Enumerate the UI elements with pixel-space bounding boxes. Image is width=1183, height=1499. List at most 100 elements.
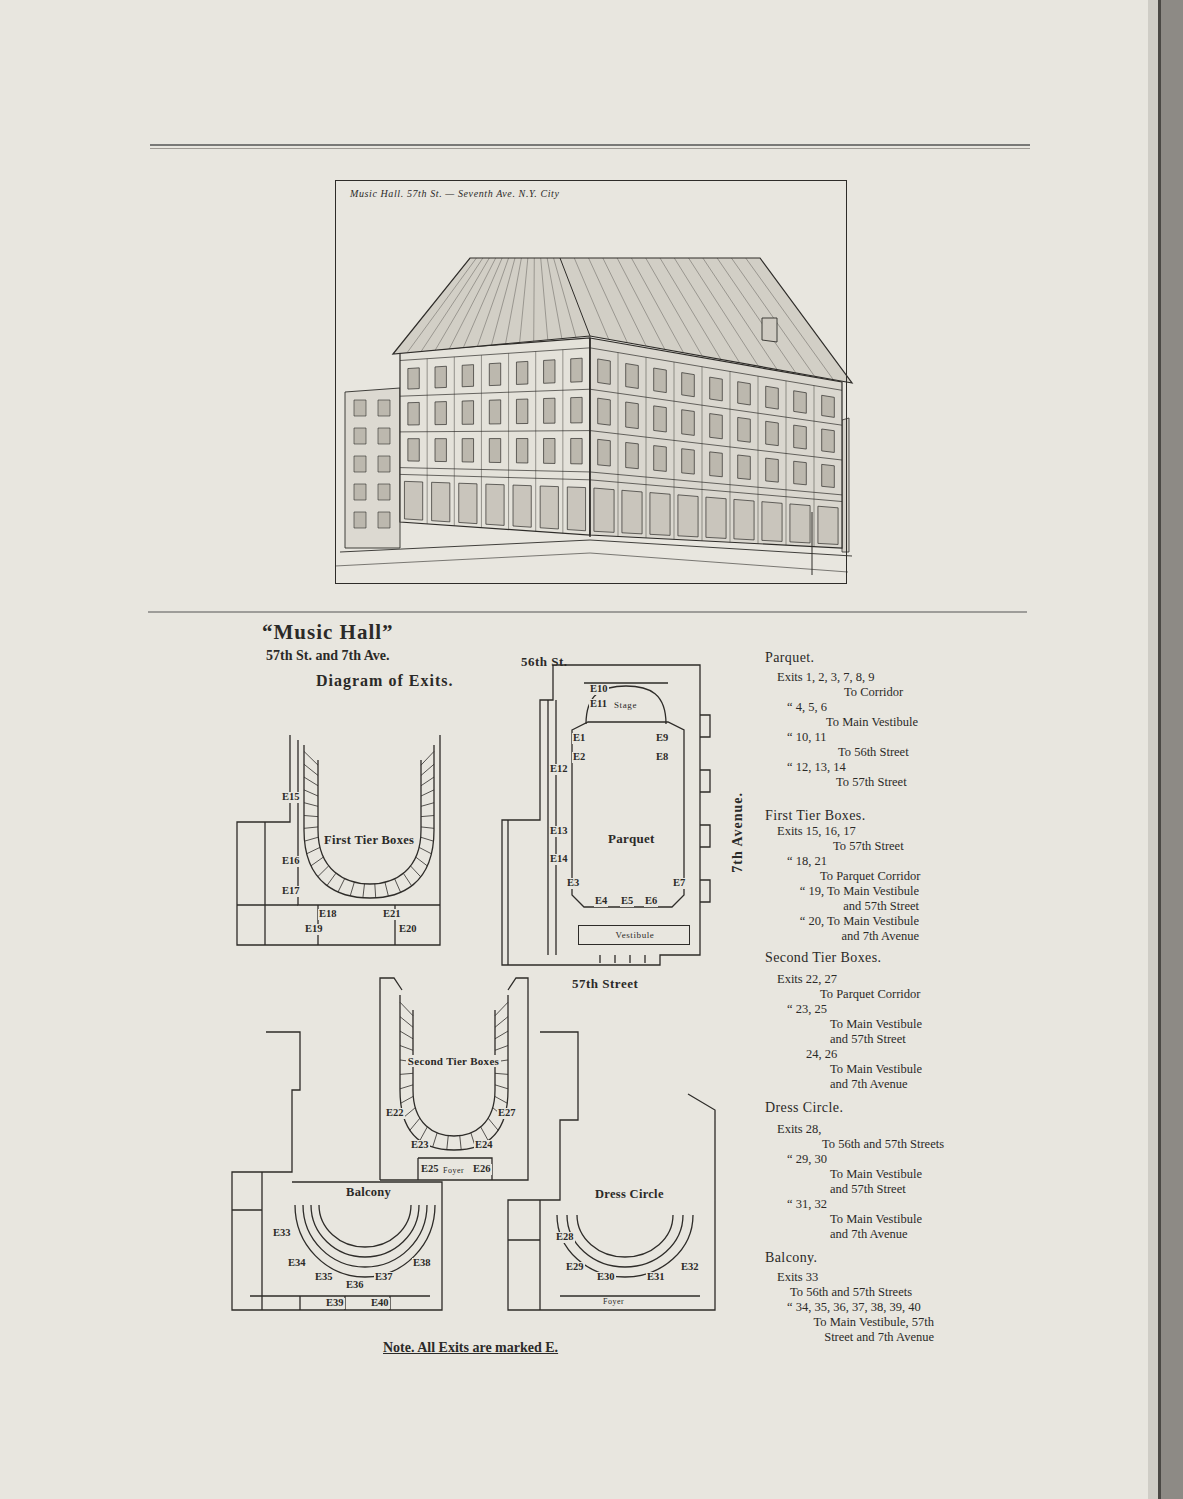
building-line (345, 388, 400, 548)
exit-list-text: Exits 1, 2, 3, 7, 8, 9 (777, 670, 875, 685)
exit-list-text: Exits 33 (777, 1270, 818, 1285)
floor-plan: Second Tier Boxes (378, 975, 529, 1181)
exit-label: E22 (385, 1108, 405, 1119)
building-line (626, 363, 639, 388)
wall-line (502, 665, 700, 965)
exit-label: E5 (620, 896, 634, 907)
building-line (646, 357, 647, 538)
seat-mark (404, 1108, 416, 1118)
street-label: 57th Street (572, 976, 638, 992)
building-line (541, 258, 548, 340)
wall-line (508, 1032, 715, 1310)
vestibule-area: Vestibule (578, 925, 690, 945)
seat-mark (311, 857, 323, 866)
exit-label: E34 (287, 1258, 307, 1269)
seat-mark (400, 1002, 413, 1016)
building-line (734, 499, 754, 540)
floor-plan: First Tier Boxes (235, 735, 441, 946)
section-heading: First Tier Boxes. (765, 808, 866, 825)
building-line (794, 425, 807, 449)
building-line (603, 258, 646, 346)
exit-list-text: Exits 28, (777, 1122, 821, 1137)
floor-plan: Balcony (232, 1030, 443, 1311)
exit-list-text: To Main Vestibule and 7th Avenue (830, 1062, 938, 1092)
seat-mark (433, 1133, 438, 1147)
building-line (589, 338, 590, 537)
plan-outline (500, 665, 722, 966)
seat-mark (304, 816, 318, 817)
plan-name: Balcony (344, 1186, 393, 1200)
building-line (758, 376, 759, 544)
building-line (407, 258, 476, 353)
wall-line (237, 735, 440, 945)
building-line (598, 359, 611, 384)
exit-label: E19 (304, 924, 324, 935)
building-line (400, 389, 590, 396)
seat-mark (400, 1073, 413, 1074)
building-line (378, 428, 390, 444)
building-line (567, 487, 585, 531)
illustration-frame: Music Hall. 57th St. — Seventh Ave. N.Y.… (335, 180, 847, 584)
building-line (794, 391, 807, 413)
exit-label: E8 (655, 752, 669, 763)
wall-line (700, 715, 710, 902)
building-line (489, 400, 500, 424)
building-line (766, 458, 779, 482)
seat-mark (495, 1017, 508, 1028)
building-line (703, 258, 777, 370)
exit-label: E4 (594, 896, 608, 907)
building-line (393, 258, 852, 383)
seat-mark (495, 1031, 508, 1039)
building-line (678, 495, 698, 537)
exit-list-text: To 57th Street (836, 775, 907, 790)
seat-mark (401, 1096, 414, 1103)
exit-label: E30 (596, 1272, 616, 1283)
seat-mark (304, 790, 318, 796)
exit-label: E9 (655, 733, 669, 744)
exit-label: E15 (281, 792, 301, 803)
building-line (554, 258, 576, 337)
building-line (598, 439, 611, 466)
address-line: 57th St. and 7th Ave. (266, 648, 389, 665)
exit-label: E32 (680, 1262, 700, 1273)
plan-outline (378, 975, 529, 1181)
seat-mark (304, 827, 318, 828)
building-line (427, 359, 428, 524)
wall-line (418, 1158, 492, 1180)
building-line (631, 258, 683, 353)
building-line (506, 258, 522, 344)
building-line (710, 414, 723, 439)
building-line (544, 360, 555, 384)
exit-list-text: “ 31, 32 (787, 1197, 827, 1212)
seat-mark (421, 790, 434, 796)
wall-line (380, 978, 528, 1180)
building-line (598, 398, 611, 425)
building-line (481, 355, 482, 527)
seat-mark (416, 857, 428, 866)
building-line (400, 468, 590, 472)
exit-label: E26 (472, 1164, 492, 1175)
floor-plan: ParquetStageVestibule (500, 665, 722, 966)
building-line (762, 502, 782, 542)
exit-label: E23 (410, 1140, 430, 1151)
building-line (354, 512, 366, 528)
music-hall-building (335, 258, 852, 575)
building-line (378, 512, 390, 528)
building-line (822, 429, 835, 452)
wall-line (508, 1200, 540, 1310)
plan-name: Dress Circle (593, 1188, 666, 1202)
seat-row (304, 745, 434, 898)
building-line (589, 258, 628, 343)
exit-label: E1 (572, 733, 586, 744)
exit-label: E14 (549, 854, 569, 865)
exit-label: E6 (644, 896, 658, 907)
building-line (408, 402, 419, 425)
exit-label: E39 (325, 1298, 345, 1309)
exit-label: E17 (281, 886, 301, 897)
exit-list-text: “ 20, To Main Vestibule and 7th Avenue (787, 914, 919, 944)
building-line (462, 401, 473, 425)
building-line (682, 449, 695, 474)
building-line (435, 402, 446, 425)
wall-line (557, 1215, 693, 1277)
